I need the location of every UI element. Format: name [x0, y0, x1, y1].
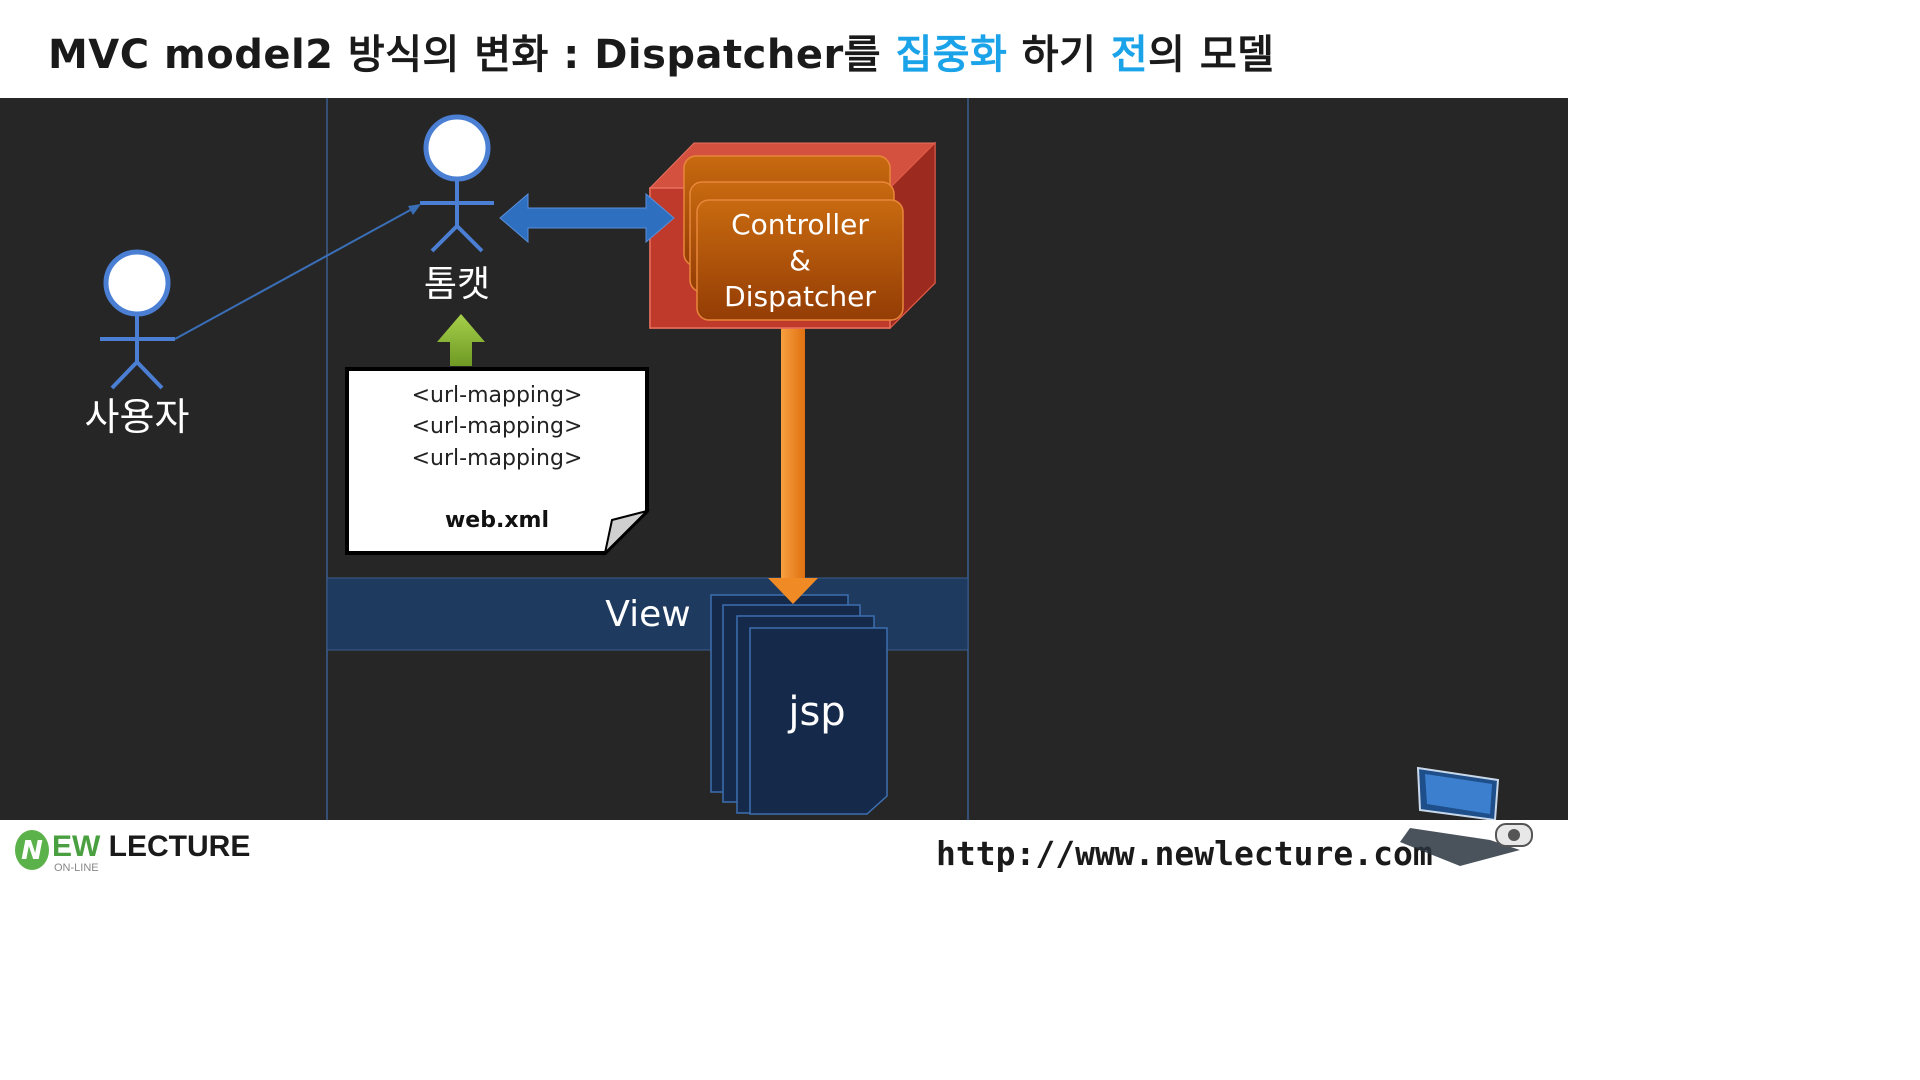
title-part1: MVC model2 방식의 변화 : Dispatcher를 — [48, 32, 896, 78]
computer-desk-icon — [1416, 766, 1500, 820]
logo-lecture: LECTURE — [100, 830, 251, 863]
url-mapping-1: <url-mapping> — [412, 383, 583, 408]
user-actor: 사용자 — [85, 249, 190, 439]
controller-line3: Dispatcher — [724, 280, 876, 313]
stick-figure-icon — [420, 114, 494, 253]
stick-figure-icon — [100, 249, 175, 390]
logo-initial: N — [21, 836, 43, 866]
url-mapping-2: <url-mapping> — [412, 414, 583, 439]
webxml-label: web.xml — [445, 508, 549, 533]
title-part3: 의 모델 — [1148, 32, 1275, 78]
logo-ew: EW — [52, 830, 101, 863]
logo-subtitle: ON-LINE — [54, 862, 99, 874]
orange-arrow-down — [768, 326, 818, 604]
logo-wordmark: EW LECTURE — [52, 830, 250, 864]
controller-card-front — [696, 199, 904, 321]
footer-url[interactable]: http://www.newlecture.com — [936, 834, 1433, 873]
tomcat-label: 톰캣 — [424, 264, 490, 305]
green-up-arrow — [437, 314, 485, 366]
view-label: View — [605, 594, 690, 635]
page-title: MVC model2 방식의 변화 : Dispatcher를 집중화 하기 전… — [48, 22, 1274, 78]
controller-box: Controller & Dispatcher — [648, 141, 937, 330]
logo-leaf-icon: N — [15, 830, 49, 870]
blue-double-arrow — [499, 192, 675, 244]
title-highlight-before: 전 — [1110, 32, 1149, 78]
webxml-document: <url-mapping> <url-mapping> <url-mapping… — [345, 367, 651, 557]
desk-icon-base — [1400, 823, 1533, 866]
footer-bar: N EW LECTURE ON-LINE http://www.newlectu… — [0, 820, 1568, 882]
url-mapping-3: <url-mapping> — [412, 446, 583, 471]
mvc-diagram: View jsp Controller & Dispatcher — [85, 98, 1500, 820]
title-part2: 하기 — [1007, 32, 1111, 78]
jsp-page-4 — [749, 627, 888, 815]
controller-line2: & — [789, 244, 811, 277]
tomcat-actor: 톰캣 — [420, 114, 494, 305]
diagram-stage: View jsp Controller & Dispatcher — [0, 98, 1568, 820]
jsp-page-stack: jsp — [710, 594, 888, 815]
jsp-label: jsp — [787, 689, 845, 735]
request-arrow — [174, 204, 421, 340]
user-label: 사용자 — [85, 395, 190, 439]
controller-line1: Controller — [731, 208, 869, 241]
title-highlight-centralize: 집중화 — [895, 32, 1008, 78]
